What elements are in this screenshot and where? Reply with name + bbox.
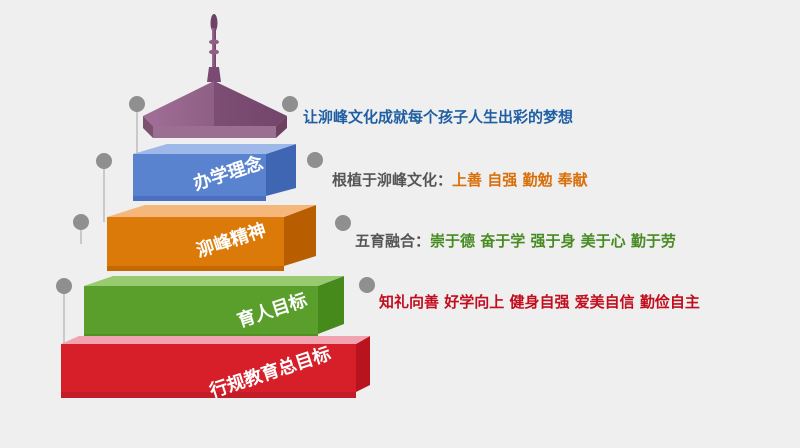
level-2-values: 上善 自强 勤勉 奉献	[452, 171, 588, 189]
level-2-block	[107, 205, 316, 271]
spire-icon	[207, 14, 221, 82]
level-2-description: 根植于泖峰文化：上善 自强 勤勉 奉献	[332, 169, 588, 190]
level-3-block	[84, 276, 344, 339]
roof-shape	[143, 81, 287, 138]
level-3-description: 五育融合：崇于德 奋于学 强于身 美于心 勤于劳	[355, 230, 676, 251]
level-4-description: 知礼向善 好学向上 健身自强 爱美自信 勤俭自主	[379, 293, 700, 311]
level-2-prefix: 根植于泖峰文化：	[332, 171, 453, 189]
level-1-block	[133, 144, 296, 201]
level-3-values: 崇于德 奋于学 强于身 美于心 勤于劳	[430, 232, 676, 250]
level-3-prefix: 五育融合：	[355, 232, 431, 250]
level-4-block	[61, 336, 370, 398]
title-statement: 让泖峰文化成就每个孩子人生出彩的梦想	[303, 108, 574, 126]
marker-dots	[56, 96, 375, 294]
